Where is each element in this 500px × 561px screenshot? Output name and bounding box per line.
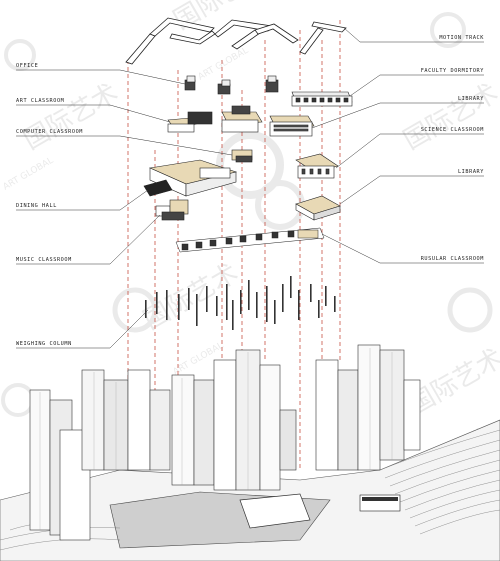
watermark-sub: ART GLOBAL <box>197 46 251 83</box>
office-buildings <box>184 75 279 95</box>
dining-hall-building <box>143 159 238 197</box>
music-classroom-building <box>155 199 189 221</box>
watermark-sub: ART GLOBAL <box>2 156 56 193</box>
art-classroom-building <box>167 105 263 133</box>
watermark-text: 国际艺术 <box>19 78 124 156</box>
label-motion-track: MOTION TRACK <box>439 35 484 41</box>
faculty-dormitory-building <box>291 91 353 107</box>
label-art-classroom: ART CLASSROOM <box>16 98 64 104</box>
label-weighing-column: WEIGHING COLUMN <box>16 341 72 347</box>
label-regular-classroom: RUSULAR CLASSROOM <box>421 256 484 262</box>
regular-classroom-buildings <box>175 227 325 253</box>
library-building <box>269 115 315 137</box>
library-2-building <box>295 195 341 221</box>
label-office: OFFICE <box>16 63 38 69</box>
weighing-columns <box>145 276 336 330</box>
watermark-text: 国际艺术 <box>399 78 500 156</box>
label-science-classroom: SCIENCE CLASSROOM <box>421 127 484 133</box>
leader-lines <box>16 27 484 349</box>
label-faculty-dormitory: FACULTY DORMITORY <box>421 68 485 74</box>
label-computer-classroom: COMPUTER CLASSROOM <box>16 129 83 135</box>
label-dining-hall: DINING HALL <box>16 203 57 209</box>
motion-track <box>125 17 347 65</box>
label-library-2: LIBRARY <box>458 169 484 175</box>
watermark-text: 国际艺术 <box>139 258 244 336</box>
computer-classroom-building <box>231 149 253 163</box>
label-library: LIBRARY <box>458 96 484 102</box>
label-music-classroom: MUSIC CLASSROOM <box>16 257 72 263</box>
residential-towers <box>29 344 421 541</box>
science-classroom-building <box>295 153 339 179</box>
